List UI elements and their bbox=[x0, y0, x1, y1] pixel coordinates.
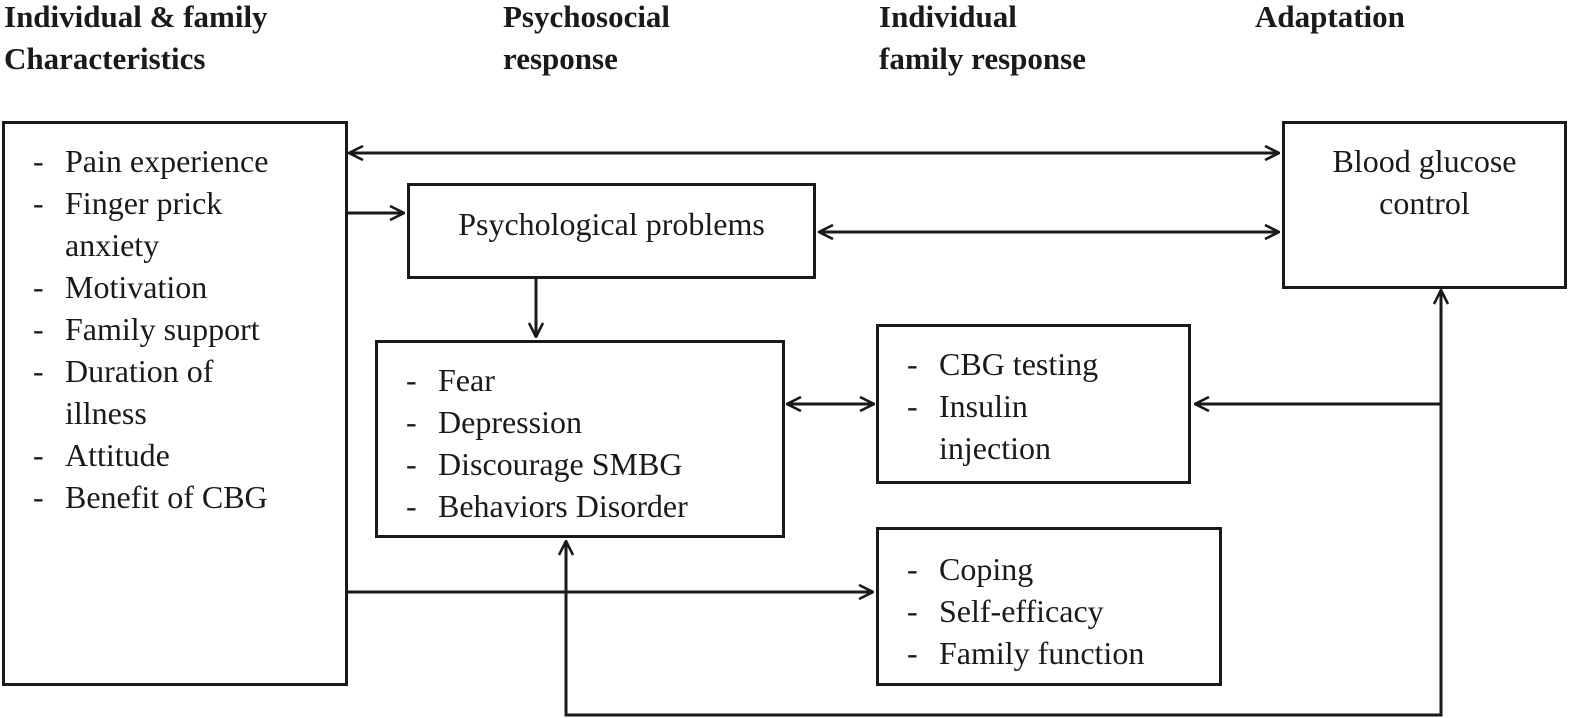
list-item: Family function bbox=[907, 632, 1219, 674]
adaptation-label: Blood glucose bbox=[1332, 143, 1517, 179]
header-line: family response bbox=[879, 41, 1086, 76]
list-item: Discourage SMBG bbox=[406, 443, 782, 485]
list-item: Family support bbox=[33, 308, 345, 350]
header-psychosocial-response: Psychosocial response bbox=[503, 0, 670, 80]
list-item: Pain experience bbox=[33, 140, 345, 182]
list-item: Attitude bbox=[33, 434, 345, 476]
family-coping-list: Coping Self-efficacy Family function bbox=[907, 548, 1219, 674]
list-item: Behaviors Disorder bbox=[406, 485, 782, 527]
psych-symptoms-box: Fear Depression Discourage SMBG Behavior… bbox=[375, 340, 785, 538]
list-item: Fear bbox=[406, 359, 782, 401]
header-line: Individual bbox=[879, 0, 1017, 34]
adaptation-label: control bbox=[1379, 185, 1470, 221]
list-item: Depression bbox=[406, 401, 782, 443]
family-coping-box: Coping Self-efficacy Family function bbox=[876, 527, 1222, 686]
header-line: Characteristics bbox=[4, 41, 206, 76]
header-line: Adaptation bbox=[1255, 0, 1405, 34]
header-individual-family-characteristics: Individual & family Characteristics bbox=[4, 0, 268, 80]
list-item: Benefit of CBG bbox=[33, 476, 345, 518]
psych-problems-box: Psychological problems bbox=[407, 183, 816, 279]
psych-symptoms-list: Fear Depression Discourage SMBG Behavior… bbox=[406, 359, 782, 527]
arrow-feedback-loop bbox=[566, 290, 1441, 717]
psych-problems-label: Psychological problems bbox=[458, 206, 765, 242]
list-item: Coping bbox=[907, 548, 1219, 590]
adaptation-box: Blood glucose control bbox=[1282, 121, 1567, 289]
header-line: Psychosocial bbox=[503, 0, 671, 34]
list-item: CBG testing bbox=[907, 343, 1188, 385]
header-line: Individual & family bbox=[4, 0, 268, 34]
header-line: response bbox=[503, 41, 618, 76]
header-adaptation: Adaptation bbox=[1255, 0, 1405, 38]
header-individual-family-response: Individual family response bbox=[879, 0, 1086, 80]
list-item: Self-efficacy bbox=[907, 590, 1219, 632]
list-item: Motivation bbox=[33, 266, 345, 308]
